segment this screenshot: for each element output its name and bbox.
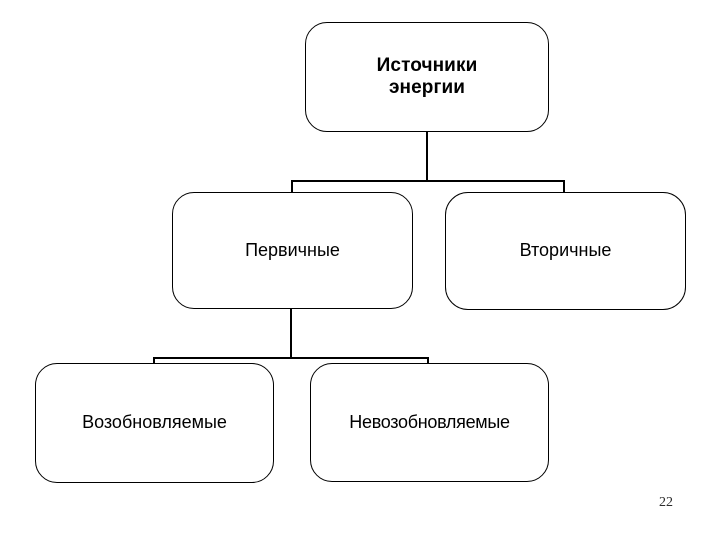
connector-root-stem — [426, 131, 428, 182]
node-renewable-label: Возобновляемые — [82, 412, 227, 433]
node-nonrenewable-label: Невозобновляемые — [349, 411, 510, 432]
node-energy-sources-label: Источники энергии — [376, 54, 478, 98]
connector-to-primary — [291, 180, 293, 193]
connector-primary-stem — [290, 308, 292, 359]
connector-level2-bus — [291, 180, 565, 182]
connector-to-secondary — [563, 180, 565, 193]
connector-level3-bus — [153, 357, 429, 359]
node-energy-sources[interactable]: Источники энергии — [305, 22, 549, 132]
node-primary[interactable]: Первичные — [172, 192, 413, 309]
connector-to-renewable — [153, 357, 155, 365]
node-nonrenewable[interactable]: Невозобновляемые — [310, 363, 549, 482]
node-primary-label: Первичные — [245, 239, 340, 260]
page-number: 22 — [659, 495, 673, 510]
connector-to-nonrenewable — [427, 357, 429, 365]
node-secondary[interactable]: Вторичные — [445, 192, 686, 310]
node-renewable[interactable]: Возобновляемые — [35, 363, 274, 483]
node-secondary-label: Вторичные — [519, 240, 612, 261]
